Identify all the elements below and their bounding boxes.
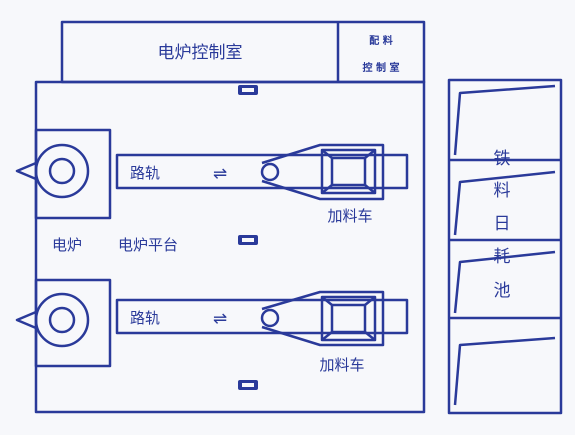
furnace-top-inner <box>48 157 76 185</box>
furnace-bottom-spout <box>15 310 37 330</box>
tank-bin-1 <box>453 84 556 156</box>
tank-char-1: 铁 <box>494 149 511 169</box>
batching-room-label-line1: 配 料 <box>369 34 392 47</box>
tank-char-4: 耗 <box>494 247 511 267</box>
charging-car-top <box>260 143 385 201</box>
rail-bottom-label: 路轨 <box>130 309 160 327</box>
daily-tank <box>447 78 563 415</box>
charging-car-bottom <box>260 290 385 347</box>
batching-room-label-line2: 控 制 室 <box>363 61 400 74</box>
charging-car-top-label: 加料车 <box>327 207 372 225</box>
tank-char-2: 料 <box>494 181 511 201</box>
furnace-label: 电炉 <box>52 236 82 254</box>
furnace-platform-label: 电炉平台 <box>118 236 178 254</box>
main-hall <box>34 80 426 414</box>
direction-arrow-bottom: ⇌ <box>213 309 227 329</box>
tank-char-3: 日 <box>494 214 511 234</box>
tank-char-5: 池 <box>494 281 511 301</box>
furnace-bottom-outer <box>34 292 90 348</box>
rail-top-label: 路轨 <box>130 164 160 182</box>
furnace-top-spout <box>15 161 37 181</box>
tank-bin-4 <box>453 336 556 406</box>
rail-top <box>115 153 409 190</box>
furnace-bottom-inner <box>48 306 76 334</box>
tank-bin-3 <box>453 250 556 314</box>
furnace-top-outer <box>34 143 90 199</box>
charging-car-bottom-label: 加料车 <box>319 356 364 374</box>
direction-arrow-top: ⇌ <box>213 164 227 184</box>
rail-bottom <box>115 298 409 335</box>
tank-bin-2 <box>453 170 556 236</box>
furnace-control-room-label: 电炉控制室 <box>158 43 243 63</box>
